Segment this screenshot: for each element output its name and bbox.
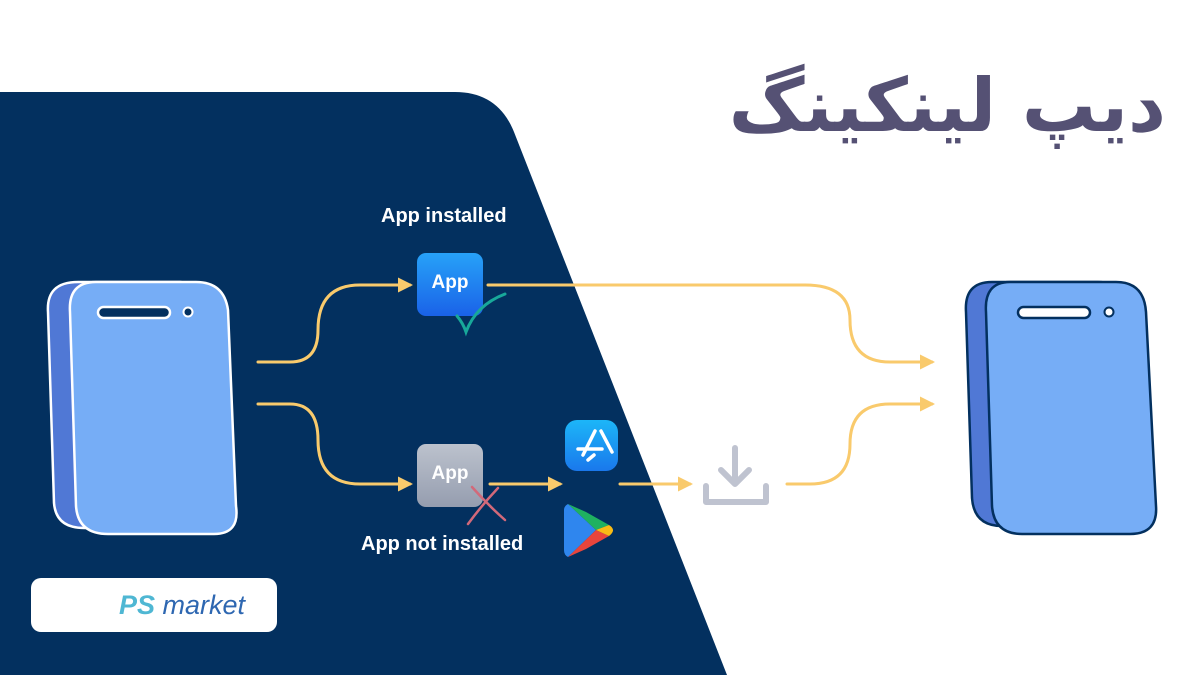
logo-brand: PS [119,590,156,620]
installed-app-icon [417,253,483,316]
arrow-to-missing-app [256,402,413,492]
installed-app-label: App [431,272,469,293]
arrow-to-target-opened [486,283,935,370]
download-icon [703,445,769,505]
target-phone-icon [964,280,1158,536]
logo-text: PS market [119,590,245,621]
app-not-installed-label: App not installed [361,533,524,555]
google-play-icon [564,504,613,557]
app-store-icon [565,420,618,471]
logo-card: PS market [31,578,277,632]
flow-arrows [256,277,935,492]
checkmark-icon [455,292,507,337]
logo-suffix: market [162,590,246,620]
app-installed-label: App installed [381,205,507,227]
source-phone-icon [46,280,238,536]
arrow-to-installed-app [256,277,413,364]
missing-app-icon [417,444,483,507]
missing-app-label: App [431,463,469,484]
page-title: دیپ لینکینگ [728,63,1166,149]
arrow-download-to-target [785,396,935,486]
cross-icon [466,485,507,526]
